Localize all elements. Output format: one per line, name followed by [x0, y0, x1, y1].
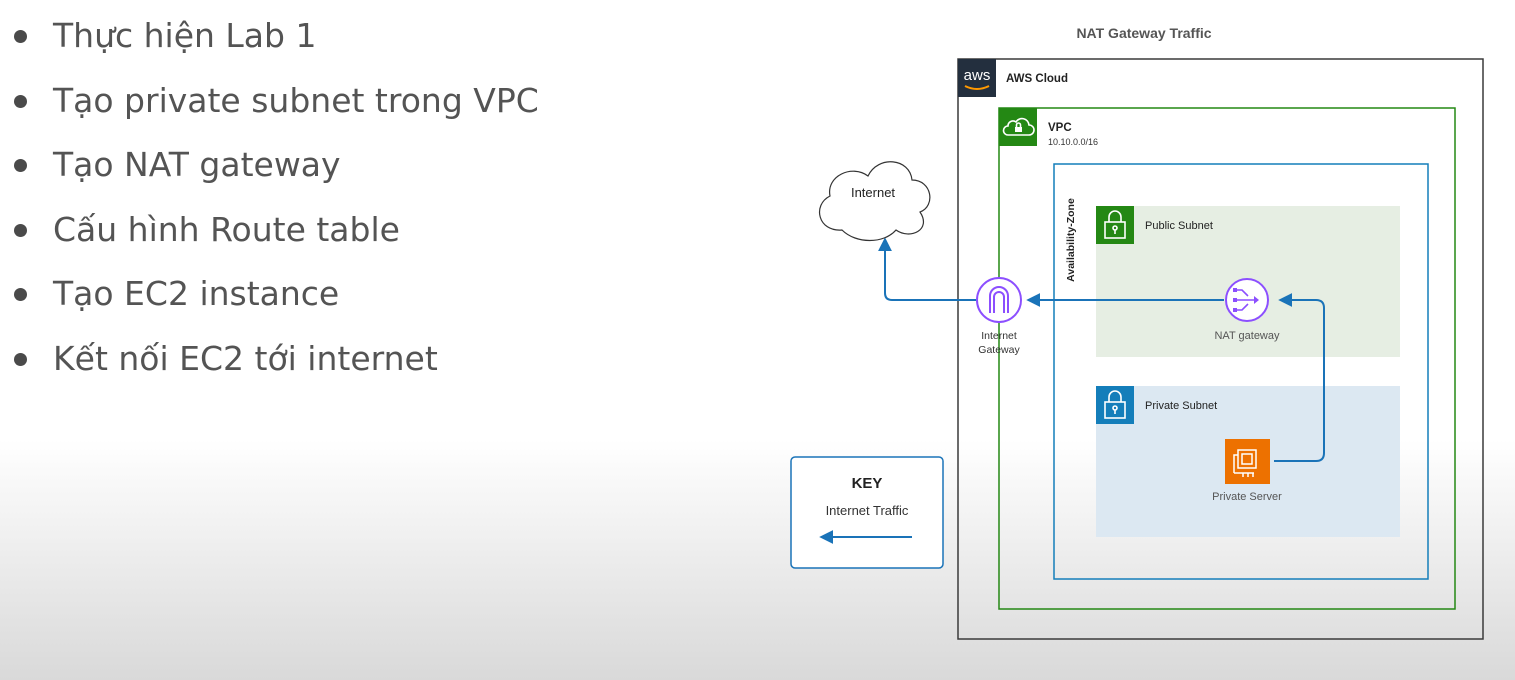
private-subnet-label: Private Subnet	[1145, 400, 1217, 412]
bullet-dot	[14, 30, 27, 43]
availability-zone-label: Availability-Zone	[1065, 198, 1077, 282]
key-title: KEY	[852, 475, 883, 492]
diagram-title: NAT Gateway Traffic	[1076, 25, 1211, 41]
aws-logo-box	[958, 59, 996, 97]
internet-gateway-label: Gateway	[978, 344, 1020, 356]
bullet-item: Tạo private subnet trong VPC	[12, 79, 539, 144]
public-subnet-label: Public Subnet	[1145, 220, 1213, 232]
bullet-item: Cấu hình Route table	[12, 208, 539, 273]
bullet-item: Tạo EC2 instance	[12, 272, 539, 337]
bullet-text: Tạo private subnet trong VPC	[53, 80, 539, 120]
ec2-chip-icon	[1233, 449, 1257, 477]
bullet-text: Kết nối EC2 tới internet	[53, 338, 438, 378]
aws-smile-icon	[964, 85, 990, 90]
key-item-label: Internet Traffic	[826, 503, 909, 518]
ec2-icon-box	[1225, 439, 1270, 484]
availability-zone-group	[1053, 163, 1429, 580]
internet-gateway-label: Internet	[981, 330, 1017, 342]
bullet-list: Thực hiện Lab 1 Tạo private subnet trong…	[12, 14, 539, 401]
bullet-dot	[14, 288, 27, 301]
traffic-line-igw-to-internet	[878, 237, 976, 301]
aws-cloud-group	[957, 58, 1484, 640]
bullet-text: Thực hiện Lab 1	[53, 16, 317, 55]
bullet-dot	[14, 94, 27, 108]
vpc-cloud-icon	[1002, 117, 1035, 136]
nat-gateway-label: NAT gateway	[1214, 330, 1280, 342]
bullet-text: Tạo NAT gateway	[53, 145, 341, 184]
bullet-item: Thực hiện Lab 1	[12, 14, 539, 79]
vpc-group	[998, 107, 1456, 610]
bullet-item: Kết nối EC2 tới internet	[12, 337, 539, 402]
lock-icon	[1104, 210, 1126, 239]
bullet-text: Tạo EC2 instance	[53, 274, 340, 313]
internet-gateway-icon	[976, 277, 1022, 323]
bullet-text: Cấu hình Route table	[53, 209, 400, 249]
aws-logo: aws	[964, 67, 991, 84]
bullet-dot	[14, 159, 27, 172]
traffic-line-server-to-nat	[1274, 293, 1325, 462]
bullet-item: Tạo NAT gateway	[12, 143, 539, 208]
private-server-label: Private Server	[1212, 491, 1282, 503]
internet-label: Internet	[851, 185, 895, 200]
vpc-label: VPC	[1048, 122, 1072, 134]
lock-icon	[1104, 390, 1126, 419]
aws-cloud-label: AWS Cloud	[1006, 73, 1068, 85]
nat-gateway-icon	[1225, 278, 1269, 322]
internet-cloud-icon	[819, 161, 931, 241]
bullet-dot	[14, 352, 27, 366]
vpc-cidr: 10.10.0.0/16	[1048, 137, 1098, 147]
bullet-dot	[14, 223, 27, 237]
